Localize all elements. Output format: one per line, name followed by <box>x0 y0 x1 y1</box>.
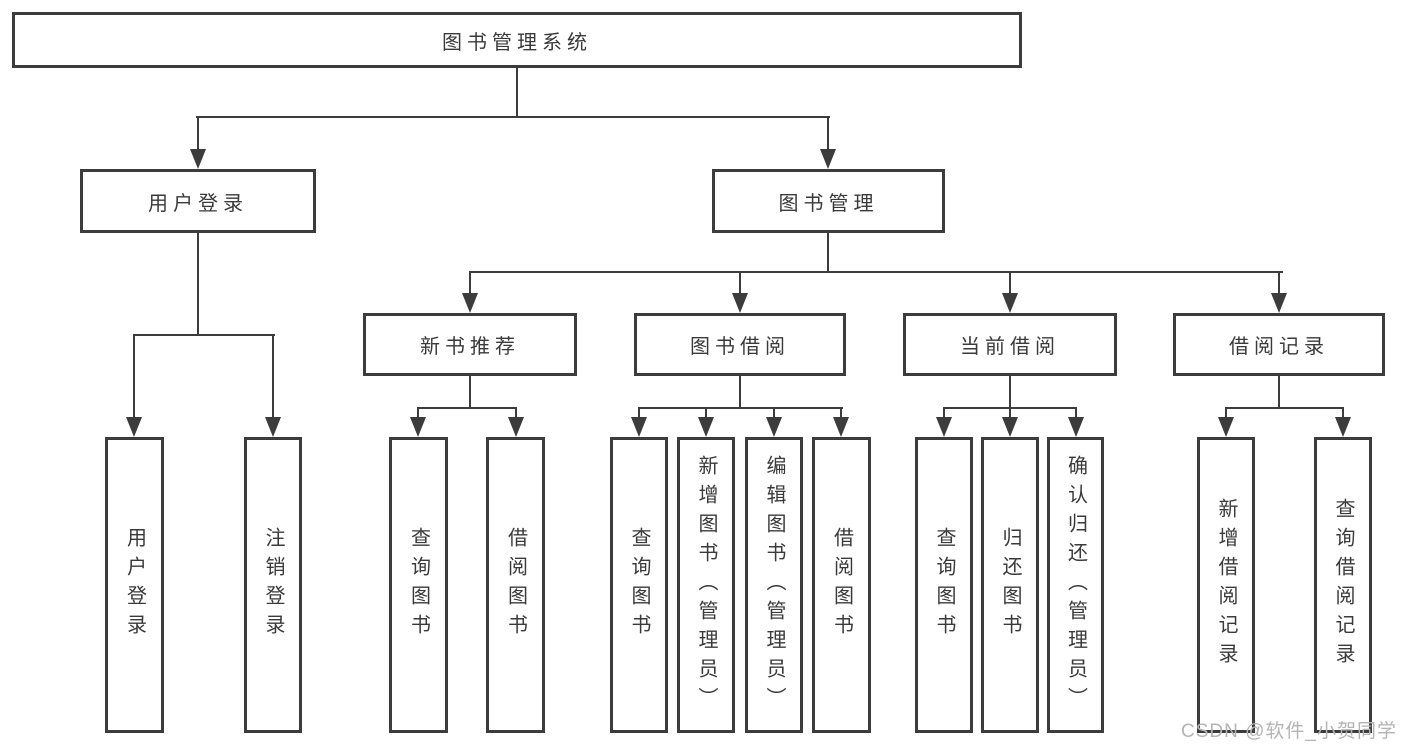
connector-line <box>638 407 843 409</box>
node-label: 查询借阅记录 <box>1332 498 1354 672</box>
node-label: 图书管理系统 <box>442 31 592 54</box>
node-borrow-books-leaf: 借阅图书 <box>812 437 871 733</box>
connector-line <box>197 116 199 152</box>
connector-line <box>469 271 1283 273</box>
arrowhead-down-icon <box>1068 417 1084 437</box>
node-query-books-recommend: 查询图书 <box>389 437 448 733</box>
arrowhead-down-icon <box>508 417 524 437</box>
node-library-management-system: 图书管理系统 <box>12 12 1022 68</box>
connector-line <box>469 271 471 297</box>
node-label: 编辑图书（管理员） <box>763 454 785 716</box>
node-query-borrow-record: 查询借阅记录 <box>1314 437 1372 733</box>
node-label: 借阅图书 <box>504 527 527 643</box>
connector-line <box>1009 407 1011 421</box>
node-edit-books-admin: 编辑图书（管理员） <box>745 437 803 733</box>
node-label: 查询图书 <box>933 527 955 643</box>
connector-line <box>827 116 829 152</box>
connector-line <box>943 407 945 421</box>
connector-line <box>840 407 842 421</box>
connector-line <box>516 68 518 118</box>
connector-line <box>773 407 775 421</box>
connector-line <box>739 271 741 297</box>
node-borrowing-records: 借阅记录 <box>1173 313 1385 376</box>
arrowhead-down-icon <box>1271 293 1287 313</box>
connector-line <box>739 376 741 409</box>
connector-line <box>469 376 471 409</box>
connector-line <box>705 407 707 421</box>
connector-line <box>1278 376 1280 409</box>
arrowhead-down-icon <box>833 417 849 437</box>
connector-line <box>272 334 274 420</box>
node-label: 新书推荐 <box>420 336 520 358</box>
node-label: 归还图书 <box>999 527 1021 643</box>
node-label: 新增借阅记录 <box>1215 498 1237 672</box>
connector-line <box>197 232 199 336</box>
node-current-borrowing: 当前借阅 <box>903 313 1117 376</box>
connector-line <box>1009 376 1011 409</box>
node-label: 查询图书 <box>407 527 430 643</box>
node-user-login: 用户登录 <box>80 169 316 233</box>
node-query-books-borrowing: 查询图书 <box>610 437 668 733</box>
connector-line <box>417 407 419 421</box>
node-label: 新增图书（管理员） <box>695 454 717 716</box>
connector-line <box>515 407 517 421</box>
node-label: 用户登录 <box>148 192 248 215</box>
node-return-books: 归还图书 <box>981 437 1039 733</box>
node-confirm-return-admin: 确认归还（管理员） <box>1047 437 1104 733</box>
node-label: 注销登录 <box>262 527 284 643</box>
connector-line <box>1278 271 1280 297</box>
node-label: 当前借阅 <box>960 336 1060 358</box>
connector-line <box>1342 407 1344 421</box>
node-label: 图书借阅 <box>690 336 790 358</box>
node-add-books-admin: 新增图书（管理员） <box>677 437 735 733</box>
node-label: 借阅图书 <box>830 527 853 643</box>
node-user-login-leaf: 用户登录 <box>105 437 164 733</box>
node-borrow-books-recommend: 借阅图书 <box>486 437 545 733</box>
arrowhead-down-icon <box>462 293 478 313</box>
arrowhead-down-icon <box>190 149 206 169</box>
csdn-watermark: CSDN @软件_小贺同学 <box>1181 721 1397 742</box>
arrowhead-down-icon <box>936 417 952 437</box>
connector-line <box>1075 407 1077 421</box>
arrowhead-down-icon <box>1335 417 1351 437</box>
arrowhead-down-icon <box>820 149 836 169</box>
node-new-book-recommendation: 新书推荐 <box>363 313 577 376</box>
node-label: 查询图书 <box>628 527 650 643</box>
connector-line <box>133 334 135 420</box>
connector-line <box>1225 407 1344 409</box>
node-label: 确认归还（管理员） <box>1064 454 1087 716</box>
node-add-borrow-record: 新增借阅记录 <box>1197 437 1255 733</box>
arrowhead-down-icon <box>126 417 142 437</box>
connector-line <box>1009 271 1011 297</box>
node-label: 图书管理 <box>778 192 879 215</box>
connector-line <box>1225 407 1227 421</box>
arrowhead-down-icon <box>698 417 714 437</box>
node-query-books-current: 查询图书 <box>915 437 973 733</box>
connector-line <box>827 232 829 273</box>
arrowhead-down-icon <box>1002 417 1018 437</box>
connector-line <box>638 407 640 421</box>
connector-line <box>196 116 830 118</box>
arrowhead-down-icon <box>410 417 426 437</box>
node-book-management: 图书管理 <box>712 169 945 233</box>
arrowhead-down-icon <box>766 417 782 437</box>
arrowhead-down-icon <box>1218 417 1234 437</box>
arrowhead-down-icon <box>732 293 748 313</box>
connector-line <box>133 334 275 336</box>
node-book-borrowing: 图书借阅 <box>634 313 846 376</box>
node-label: 用户登录 <box>123 527 146 643</box>
arrowhead-down-icon <box>265 417 281 437</box>
node-label: 借阅记录 <box>1229 336 1329 358</box>
arrowhead-down-icon <box>1002 293 1018 313</box>
arrowhead-down-icon <box>631 417 647 437</box>
connector-line <box>417 407 517 409</box>
node-logout-login: 注销登录 <box>244 437 302 733</box>
